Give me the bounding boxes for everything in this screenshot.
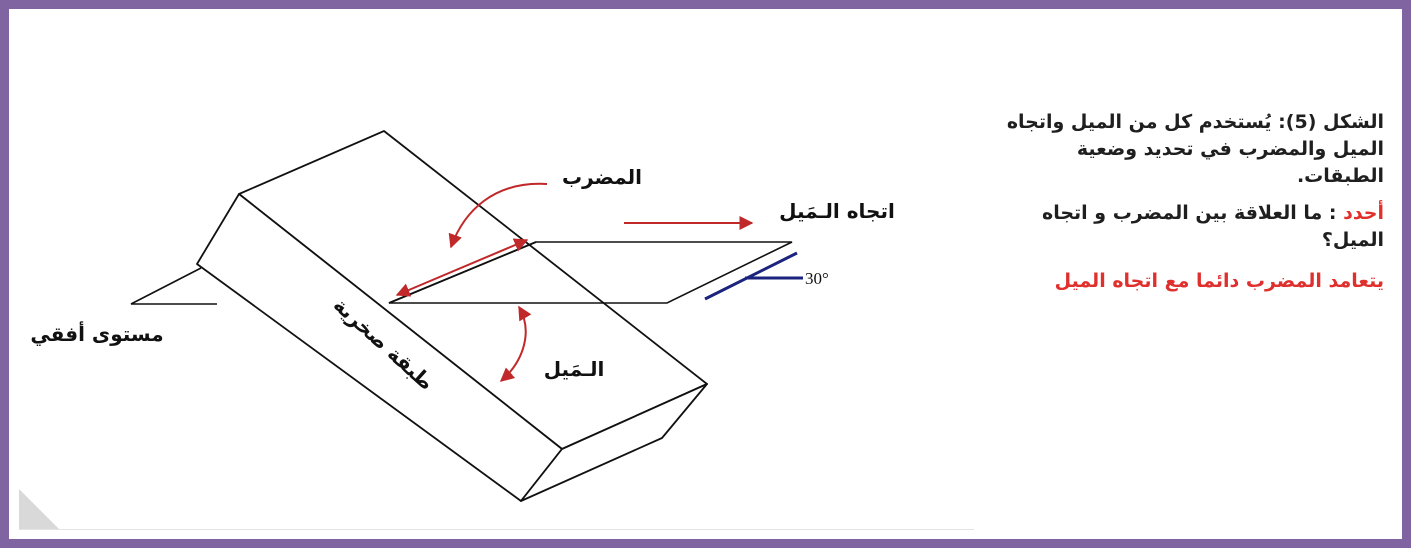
horizontal-plane-left	[130, 267, 217, 305]
figure-caption: الشكل (5): يُستخدم كل من الميل واتجاه ال…	[1006, 111, 1384, 187]
question: أحدد : ما العلاقة بين المضرب و اتجاه الم…	[984, 200, 1384, 254]
question-text: : ما العلاقة بين المضرب و اتجاه الميل؟	[1041, 202, 1384, 251]
dip-label: الـمَيل	[544, 357, 605, 381]
strike-arrow	[395, 238, 529, 297]
rock-layer-diagram: 30° المضرب اتجاه الـمَيل الـمَيل مستوى أ…	[19, 81, 974, 530]
angle-label: 30°	[805, 269, 829, 288]
horizontal-plane-label: مستوى أفقي	[30, 320, 163, 347]
strike-label: المضرب	[562, 165, 642, 189]
strike-pointer	[448, 182, 548, 249]
answer: يتعامد المضرب دائما مع اتجاه الميل	[1054, 270, 1384, 292]
page-corner-decoration	[19, 489, 59, 529]
angle-marker	[704, 251, 803, 301]
text-panel: الشكل (5): يُستخدم كل من الميل واتجاه ال…	[984, 109, 1384, 295]
dip-direction-label: اتجاه الـمَيل	[779, 199, 895, 223]
question-label: أحدد	[1343, 202, 1384, 224]
dip-arc-arrow	[499, 305, 532, 382]
